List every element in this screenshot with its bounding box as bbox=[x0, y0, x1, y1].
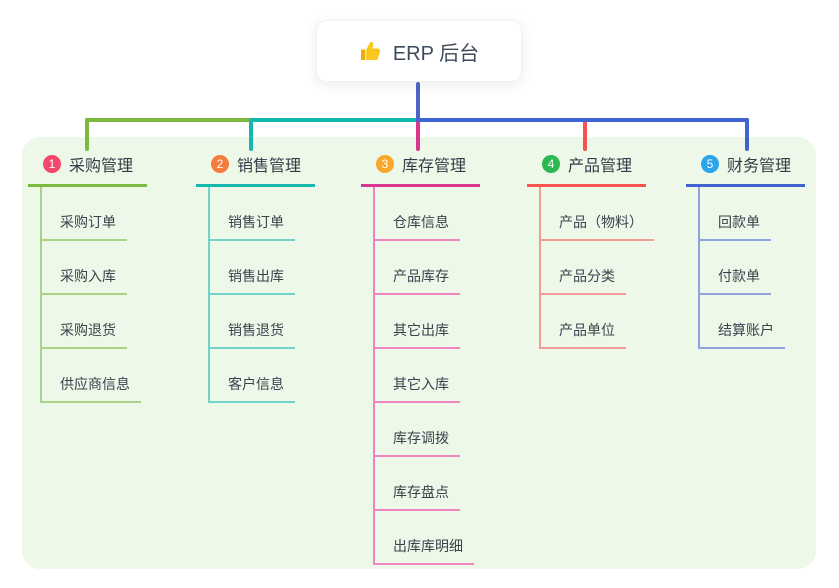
child-node[interactable]: 其它入库 bbox=[375, 349, 460, 403]
child-node[interactable]: 仓库信息 bbox=[375, 187, 460, 241]
child-label: 产品分类 bbox=[559, 268, 615, 284]
branches-panel bbox=[22, 137, 816, 569]
child-label: 其它出库 bbox=[393, 322, 449, 338]
child-node[interactable]: 产品库存 bbox=[375, 241, 460, 295]
number-badge: 2 bbox=[211, 155, 229, 173]
child-label: 客户信息 bbox=[228, 376, 284, 392]
child-label: 产品单位 bbox=[559, 322, 615, 338]
root-label: ERP 后台 bbox=[392, 42, 480, 65]
thumbs-up-icon bbox=[360, 42, 380, 60]
child-node[interactable]: 采购入库 bbox=[42, 241, 127, 295]
child-node[interactable]: 销售退货 bbox=[210, 295, 295, 349]
child-label: 销售订单 bbox=[228, 214, 284, 230]
root-node[interactable]: ERP 后台 bbox=[316, 20, 522, 82]
number-badge: 3 bbox=[376, 155, 394, 173]
child-label: 销售退货 bbox=[228, 322, 284, 338]
branch-children: 回款单 付款单 结算账户 bbox=[698, 187, 805, 349]
child-label: 采购退货 bbox=[60, 322, 116, 338]
child-node[interactable]: 供应商信息 bbox=[42, 349, 141, 403]
child-label: 出库库明细 bbox=[393, 538, 463, 554]
branch-children: 产品（物料） 产品分类 产品单位 bbox=[539, 187, 654, 349]
child-label: 结算账户 bbox=[718, 322, 774, 338]
branch-label: 销售管理 bbox=[237, 158, 302, 175]
child-label: 库存盘点 bbox=[393, 484, 449, 500]
child-label: 产品库存 bbox=[393, 268, 449, 284]
child-node[interactable]: 付款单 bbox=[700, 241, 771, 295]
child-label: 供应商信息 bbox=[60, 376, 130, 392]
branch-label: 库存管理 bbox=[402, 158, 467, 175]
child-node[interactable]: 出库库明细 bbox=[375, 511, 474, 565]
connector-branch2-horizontal bbox=[249, 118, 420, 122]
child-label: 库存调拨 bbox=[393, 430, 449, 446]
branch-children: 采购订单 采购入库 采购退货 供应商信息 bbox=[40, 187, 147, 403]
child-node[interactable]: 销售订单 bbox=[210, 187, 295, 241]
child-node[interactable]: 回款单 bbox=[700, 187, 771, 241]
child-node[interactable]: 产品分类 bbox=[541, 241, 626, 295]
child-node[interactable]: 采购退货 bbox=[42, 295, 127, 349]
connector-branch5-horizontal bbox=[416, 118, 749, 122]
branch-finance-management: 5 财务管理 回款单 付款单 结算账户 bbox=[686, 148, 806, 349]
branch-children: 销售订单 销售出库 销售退货 客户信息 bbox=[208, 187, 315, 403]
child-node[interactable]: 库存盘点 bbox=[375, 457, 460, 511]
branch-label: 财务管理 bbox=[727, 158, 792, 175]
branch-label: 采购管理 bbox=[69, 158, 134, 175]
child-node[interactable]: 客户信息 bbox=[210, 349, 295, 403]
connector-root-vertical bbox=[416, 82, 420, 122]
child-node[interactable]: 产品（物料） bbox=[541, 187, 654, 241]
child-label: 采购订单 bbox=[60, 214, 116, 230]
number-badge: 5 bbox=[701, 155, 719, 173]
child-node[interactable]: 其它出库 bbox=[375, 295, 460, 349]
child-node[interactable]: 销售出库 bbox=[210, 241, 295, 295]
number-badge: 4 bbox=[542, 155, 560, 173]
branch-title[interactable]: 1 采购管理 bbox=[28, 148, 148, 187]
child-node[interactable]: 产品单位 bbox=[541, 295, 626, 349]
branch-title[interactable]: 4 产品管理 bbox=[527, 148, 647, 187]
branch-label: 产品管理 bbox=[568, 158, 633, 175]
child-label: 采购入库 bbox=[60, 268, 116, 284]
child-label: 销售出库 bbox=[228, 268, 284, 284]
child-label: 仓库信息 bbox=[393, 214, 449, 230]
branch-sales-management: 2 销售管理 销售订单 销售出库 销售退货 客户信息 bbox=[196, 148, 316, 403]
connector-branch5-drop bbox=[745, 118, 749, 151]
branch-title[interactable]: 3 库存管理 bbox=[361, 148, 481, 187]
branch-inventory-management: 3 库存管理 仓库信息 产品库存 其它出库 其它入库 库存调拨 库存盘点 出库库… bbox=[361, 148, 481, 565]
child-label: 付款单 bbox=[718, 268, 760, 284]
child-node[interactable]: 库存调拨 bbox=[375, 403, 460, 457]
child-node[interactable]: 结算账户 bbox=[700, 295, 785, 349]
number-badge: 1 bbox=[43, 155, 61, 173]
branch-title[interactable]: 5 财务管理 bbox=[686, 148, 806, 187]
connector-branch3-drop bbox=[416, 118, 420, 151]
branch-purchase-management: 1 采购管理 采购订单 采购入库 采购退货 供应商信息 bbox=[28, 148, 148, 403]
child-node[interactable]: 采购订单 bbox=[42, 187, 127, 241]
connector-branch4-drop bbox=[583, 121, 587, 151]
branch-children: 仓库信息 产品库存 其它出库 其它入库 库存调拨 库存盘点 出库库明细 bbox=[373, 187, 480, 565]
child-label: 其它入库 bbox=[393, 376, 449, 392]
child-label: 回款单 bbox=[718, 214, 760, 230]
connector-branch2-drop bbox=[249, 118, 253, 151]
branch-title[interactable]: 2 销售管理 bbox=[196, 148, 316, 187]
child-label: 产品（物料） bbox=[559, 214, 643, 230]
branch-product-management: 4 产品管理 产品（物料） 产品分类 产品单位 bbox=[527, 148, 654, 349]
connector-branch1-drop bbox=[85, 118, 89, 151]
